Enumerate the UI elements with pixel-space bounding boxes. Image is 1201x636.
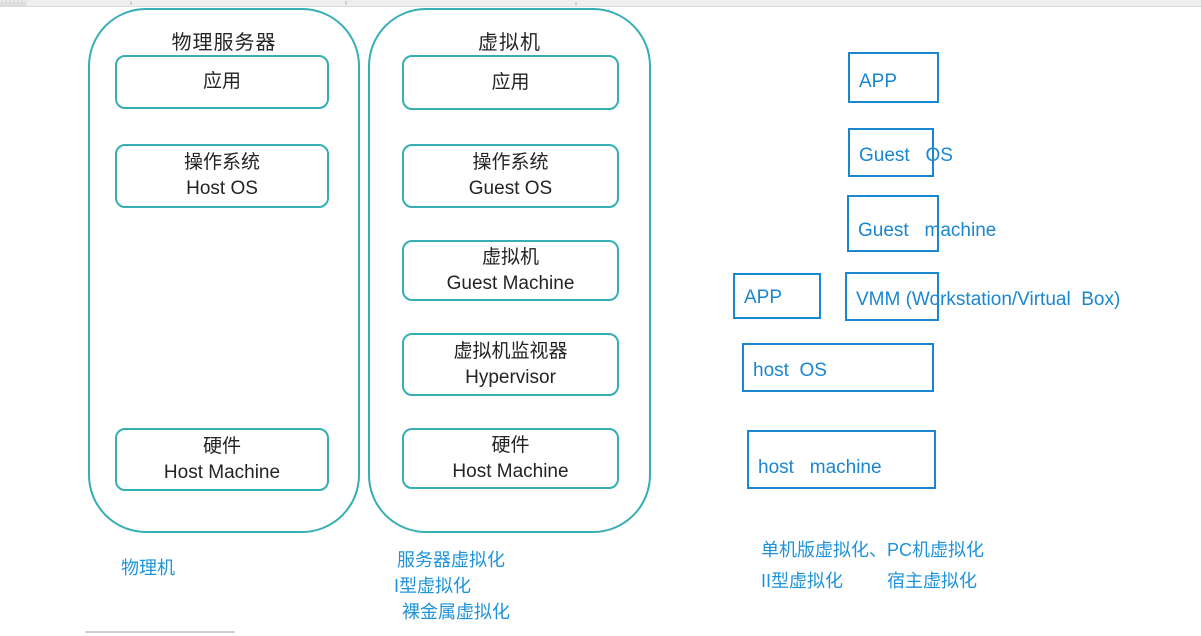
virtual-os-box: 操作系统 Guest OS bbox=[402, 144, 619, 208]
physical-os-label-en: Host OS bbox=[186, 178, 258, 199]
type1-virtualization-caption: I型虚拟化 bbox=[394, 576, 472, 596]
bare-metal-virtualization-caption: 裸金属虚拟化 bbox=[402, 602, 510, 622]
guest-machine-label-cn: 虚拟机 bbox=[481, 246, 539, 268]
hypervisor-box: 虚拟机监视器 Hypervisor bbox=[402, 333, 619, 396]
hosted-guest-os-box: Guest OS bbox=[848, 128, 953, 177]
toolbar-segment bbox=[0, 0, 26, 6]
hosted-app-top-label: APP bbox=[859, 71, 898, 92]
physical-hardware-label-en: Host Machine bbox=[163, 461, 281, 483]
virtual-app-box: 应用 bbox=[402, 55, 619, 110]
toolbar-tick bbox=[575, 1, 577, 5]
virtual-app-label: 应用 bbox=[491, 71, 530, 93]
hosted-vmm-label: VMM (Workstation/Virtual Box) bbox=[856, 289, 1121, 310]
hosted-host-os-label: host OS bbox=[753, 360, 827, 381]
hosted-guest-machine-label: Guest machine bbox=[858, 220, 997, 241]
bottom-dotted-line bbox=[0, 0, 1201, 2]
physical-hardware-box: 硬件 Host Machine bbox=[115, 428, 329, 491]
standalone-pc-virtualization-caption: 单机版虚拟化、PC机虚拟化 bbox=[761, 540, 985, 560]
physical-app-box: 应用 bbox=[115, 55, 329, 109]
virtual-os-label-en: Guest OS bbox=[468, 178, 553, 199]
host-based-virtualization-caption: 宿主虚拟化 bbox=[887, 571, 977, 591]
physical-caption: 物理机 bbox=[121, 558, 175, 578]
physical-os-label-cn: 操作系统 bbox=[183, 152, 260, 173]
hypervisor-label-en: Hypervisor bbox=[465, 366, 556, 388]
toolbar-remnant bbox=[0, 0, 1201, 7]
hosted-guest-os-label: Guest OS bbox=[859, 145, 953, 166]
toolbar-tick bbox=[345, 1, 347, 5]
hosted-app-left-box: APP bbox=[733, 273, 821, 319]
virtual-machine-title: 虚拟机 bbox=[478, 32, 541, 54]
physical-server-title: 物理服务器 bbox=[171, 32, 277, 54]
hypervisor-label-cn: 虚拟机监视器 bbox=[453, 340, 568, 362]
virtual-os-label-cn: 操作系统 bbox=[472, 152, 549, 173]
virtual-hardware-box: 硬件 Host Machine bbox=[402, 428, 619, 489]
virtual-hardware-label-en: Host Machine bbox=[452, 460, 569, 482]
hosted-host-machine-label: host machine bbox=[758, 457, 882, 478]
server-virtualization-caption: 服务器虚拟化 bbox=[397, 550, 505, 570]
physical-app-label: 应用 bbox=[202, 71, 241, 92]
hosted-app-top-box: APP bbox=[848, 52, 939, 103]
guest-machine-box: 虚拟机 Guest Machine bbox=[402, 240, 619, 301]
hosted-host-os-box: host OS bbox=[742, 343, 934, 392]
hosted-host-machine-box: host machine bbox=[747, 430, 936, 489]
guest-machine-label-en: Guest Machine bbox=[446, 272, 575, 294]
type2-virtualization-caption: II型虚拟化 bbox=[761, 571, 844, 591]
bottom-scrollbar-remnant bbox=[85, 631, 235, 633]
hosted-vmm-box: VMM (Workstation/Virtual Box) bbox=[845, 272, 1120, 321]
hosted-guest-machine-box: Guest machine bbox=[847, 195, 996, 252]
physical-hardware-label-cn: 硬件 bbox=[202, 435, 241, 457]
virtual-hardware-label-cn: 硬件 bbox=[491, 434, 530, 456]
physical-os-box: 操作系统 Host OS bbox=[115, 144, 329, 208]
hosted-app-left-label: APP bbox=[744, 287, 783, 308]
toolbar-tick bbox=[130, 1, 132, 5]
